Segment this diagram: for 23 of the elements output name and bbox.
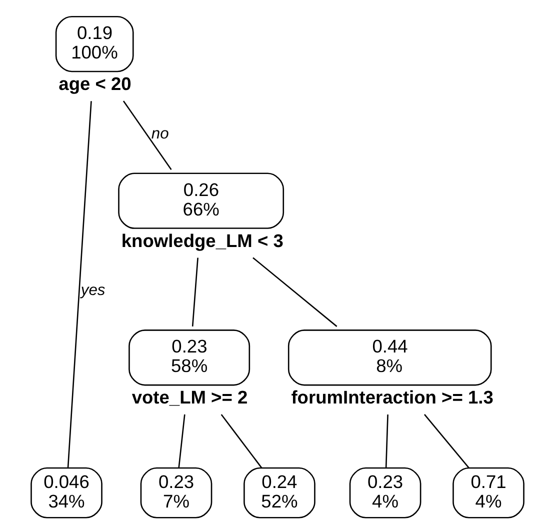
node-box: 0.23 4% bbox=[349, 467, 422, 518]
connector bbox=[220, 414, 262, 468]
connector bbox=[385, 414, 388, 468]
node-label: age < 20 bbox=[58, 73, 132, 94]
connector bbox=[67, 101, 92, 468]
connector bbox=[178, 414, 186, 468]
connector bbox=[122, 100, 172, 170]
connector bbox=[192, 258, 198, 326]
connector bbox=[424, 414, 470, 468]
node-label: vote_LM >= 2 bbox=[132, 386, 248, 408]
node-box: 0.046 34% bbox=[30, 467, 102, 518]
node-box: 0.71 4% bbox=[452, 467, 524, 518]
node-label: forumInteraction >= 1.3 bbox=[291, 386, 494, 408]
node-box: 0.24 52% bbox=[244, 467, 316, 518]
connector bbox=[252, 257, 338, 327]
edge-label: yes bbox=[80, 282, 106, 300]
node-box: 0.23 58% bbox=[128, 330, 250, 386]
node-box: 0.26 66% bbox=[118, 172, 284, 229]
node-box: 0.44 8% bbox=[288, 330, 492, 386]
edge-label: no bbox=[151, 125, 169, 142]
node-label: knowledge_LM < 3 bbox=[121, 230, 284, 251]
node-box: 0.23 7% bbox=[140, 467, 212, 518]
node-box: 0.19 100% bbox=[55, 16, 134, 72]
